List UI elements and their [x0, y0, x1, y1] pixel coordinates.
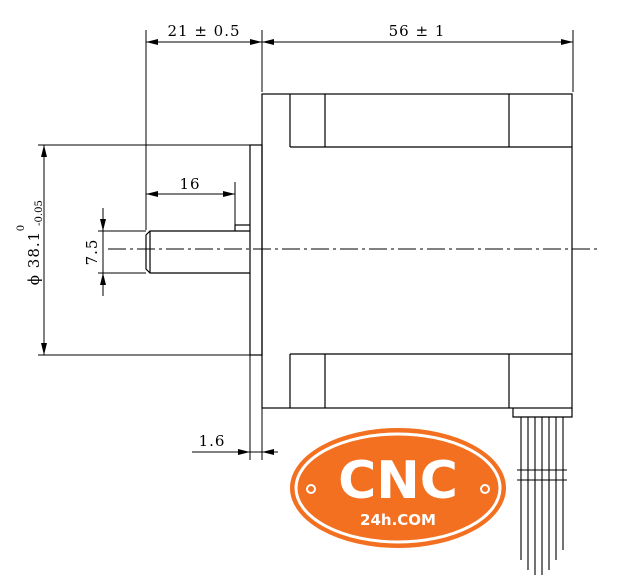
cnc24h-logo: CNC 24h.COM [290, 428, 506, 548]
dim-pilot-diameter: ϕ 38.1 [25, 231, 43, 285]
dim-pilot-tol-upper: 0 [16, 225, 27, 231]
logo-sub-text: 24h.COM [360, 511, 436, 529]
motor-body [261, 93, 573, 409]
dim-flange-thickness: 1.6 [199, 432, 226, 450]
dim-pilot-tol-lower: -0.05 [34, 200, 45, 226]
wire-exit [512, 408, 573, 418]
logo-main-text: CNC [338, 451, 458, 511]
wires [517, 417, 567, 575]
dim-shaft-to-flange: 21 ± 0.5 [167, 22, 240, 40]
dim-body-length: 56 ± 1 [389, 22, 446, 40]
pilot-boss [249, 144, 263, 356]
dim-shaft-flat-length: 16 [179, 175, 200, 193]
dim-shaft-flat-height: 7.5 [83, 239, 101, 266]
shaft [145, 230, 250, 274]
